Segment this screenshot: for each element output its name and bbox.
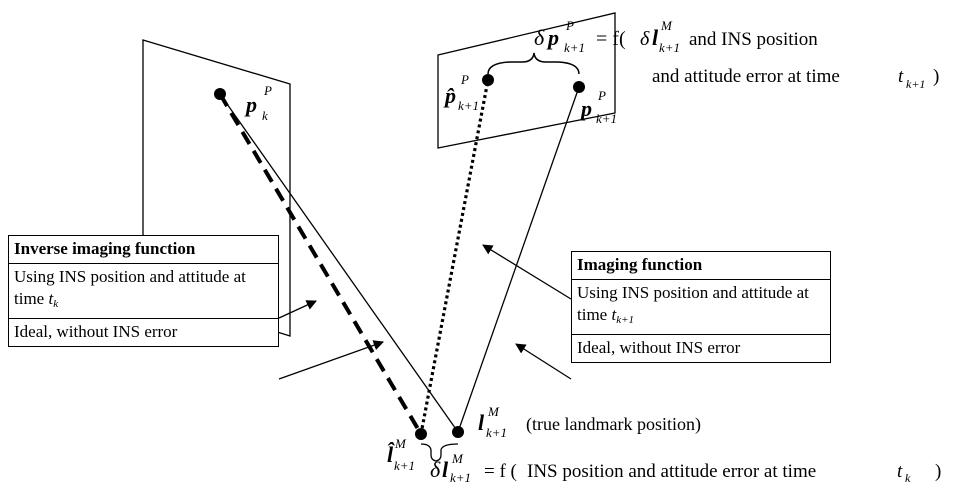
top-formula: δ p P k+1 = f( δ l M k+1 and INS positio… — [534, 18, 939, 91]
close-paren: ) — [935, 461, 941, 482]
imaging-ideal-row: Ideal, without INS error — [572, 334, 830, 362]
bottom-brace — [420, 443, 459, 462]
ray-imaging-ideal — [457, 86, 580, 433]
sub-k1: k+1 — [616, 314, 635, 326]
bottom-formula: δ l M k+1 = f ( INS position and attitud… — [430, 451, 941, 482]
equals-f: = f ( — [484, 461, 517, 482]
sup-p: P — [460, 72, 469, 87]
sub-k: k — [905, 471, 911, 482]
sup-m: M — [660, 18, 673, 33]
symbol-t: t — [898, 66, 904, 87]
symbol-l: l — [478, 410, 485, 435]
symbol-t: t — [611, 305, 617, 324]
label-l-hat-k1: l̂ M k+1 — [387, 436, 415, 473]
inverse-imaging-ins-row: Using INS position and attitude at time … — [9, 263, 278, 318]
sup-p: P — [565, 18, 574, 33]
sub-k1: k+1 — [450, 470, 471, 482]
point-p-k1 — [573, 81, 585, 93]
sup-p: P — [597, 88, 606, 103]
bottom-formula-text: INS position and attitude error at time — [527, 461, 816, 482]
point-p-hat-k1 — [482, 74, 494, 86]
imaging-title: Imaging function — [577, 255, 703, 274]
sub-k1: k+1 — [564, 40, 585, 55]
sup-p: P — [263, 83, 272, 98]
inverse-imaging-box: Inverse imaging function Using INS posit… — [8, 235, 279, 347]
sub-k: k — [262, 108, 268, 123]
sup-m: M — [394, 436, 407, 451]
close-paren: ) — [933, 66, 939, 87]
inverse-imaging-ideal-row: Ideal, without INS error — [9, 318, 278, 346]
symbol-l-hat: l̂ — [387, 441, 396, 467]
point-p-k — [214, 88, 226, 100]
inverse-imaging-title: Inverse imaging function — [14, 239, 196, 258]
sub-k1: k+1 — [659, 40, 680, 55]
symbol-l: l — [652, 25, 659, 50]
top-brace — [487, 52, 580, 75]
symbol-p: p — [244, 92, 257, 117]
sub-k1: k+1 — [458, 98, 479, 113]
arrow-to-dashed-ray — [278, 300, 317, 319]
ray-imaging-ins — [419, 79, 490, 435]
formula-text-a: and INS position — [689, 29, 818, 50]
imaging-box: Imaging function Using INS position and … — [571, 251, 831, 363]
label-p-k: p P k — [244, 83, 272, 123]
image-plane-k — [142, 39, 291, 337]
sup-m: M — [451, 451, 464, 466]
label-p-hat-k1: p̂ P k+1 — [443, 72, 479, 113]
true-landmark-text: (true landmark position) — [526, 414, 701, 435]
inverse-imaging-ins-text: Using INS position and attitude at time — [14, 267, 246, 308]
sub-k1: k+1 — [596, 111, 617, 126]
point-l-hat-k1 — [415, 428, 427, 440]
symbol-t: t — [897, 461, 903, 482]
arrow-to-dotted-ray — [482, 244, 572, 300]
label-p-k1: p P k+1 — [579, 88, 617, 126]
sub-k: k — [53, 298, 59, 310]
equals-f: = f( — [596, 28, 626, 50]
label-l-k1: l M k+1 (true landmark position) — [478, 404, 701, 440]
symbol-l: l — [442, 457, 449, 482]
symbol-p: p — [579, 96, 592, 121]
sub-k1: k+1 — [486, 425, 507, 440]
imaging-ins-text: Using INS position and attitude at time — [577, 283, 809, 324]
symbol-p: p — [546, 25, 559, 50]
imaging-ins-row: Using INS position and attitude at time … — [572, 279, 830, 334]
formula-text-b: and attitude error at time — [652, 66, 840, 87]
image-plane-k1 — [437, 12, 616, 149]
arrow-to-ideal-imaging-ray — [515, 343, 572, 380]
symbol-delta: δ — [640, 28, 650, 50]
point-l-k1 — [452, 426, 464, 438]
sub-k1: k+1 — [394, 458, 415, 473]
sup-m: M — [487, 404, 500, 419]
ray-inverse-ideal — [219, 93, 459, 433]
symbol-p-hat: p̂ — [443, 83, 456, 108]
symbol-t: t — [48, 289, 54, 308]
symbol-delta: δ — [534, 25, 545, 50]
sub-k1: k+1 — [906, 77, 925, 91]
symbol-delta: δ — [430, 457, 441, 482]
arrow-to-ideal-ray — [278, 340, 384, 380]
